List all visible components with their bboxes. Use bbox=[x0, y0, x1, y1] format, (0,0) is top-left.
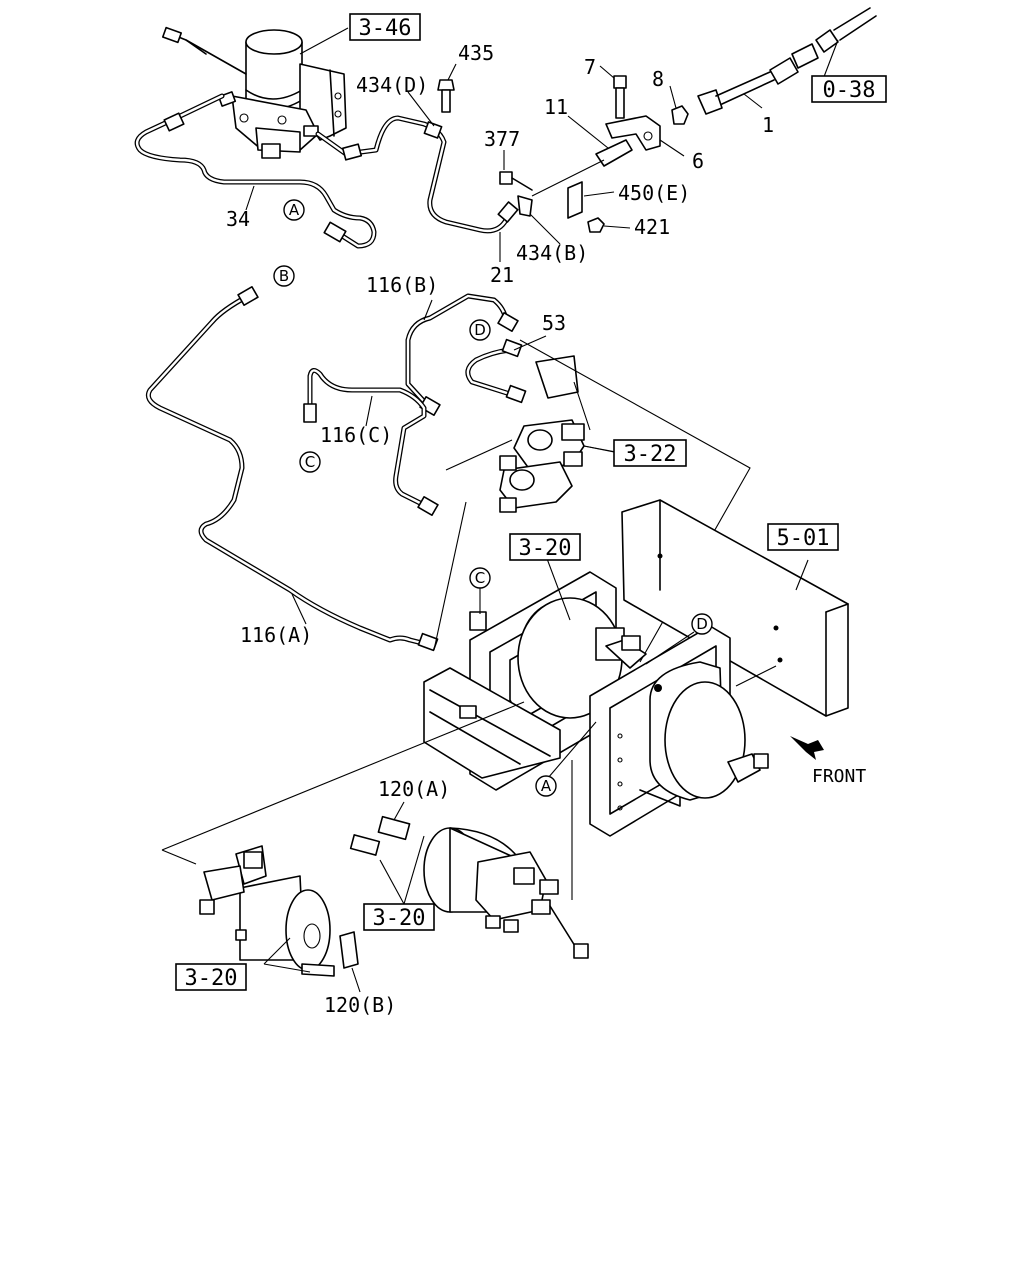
ref-3-22-text: 3-22 bbox=[624, 442, 677, 467]
label-7: 7 bbox=[584, 55, 596, 79]
label-116b: 116(B) bbox=[366, 273, 438, 297]
svg-text:A: A bbox=[541, 777, 552, 795]
connection-marker-c-tank: C bbox=[469, 567, 491, 614]
pipe-116c bbox=[303, 368, 439, 516]
label-116c: 116(C) bbox=[320, 423, 392, 447]
label-120b: 120(B) bbox=[324, 993, 396, 1017]
ref-5-01-text: 5-01 bbox=[777, 526, 830, 551]
svg-text:C: C bbox=[475, 569, 485, 587]
label-377: 377 bbox=[484, 127, 520, 151]
leader-lines-top bbox=[245, 27, 839, 262]
air-tank-front bbox=[649, 661, 769, 801]
valve-assembly-3-22 bbox=[499, 355, 585, 513]
left-frame-bracket bbox=[423, 667, 561, 779]
ref-3-20-left-text: 3-20 bbox=[185, 966, 238, 991]
ref-box-3-20-left: 3-20 bbox=[175, 963, 247, 991]
label-120a: 120(A) bbox=[378, 777, 450, 801]
label-1: 1 bbox=[762, 113, 774, 137]
label-11: 11 bbox=[544, 95, 568, 119]
pipe-116a bbox=[145, 286, 439, 652]
connector-lines-low bbox=[161, 665, 777, 900]
pipe-116b bbox=[405, 293, 519, 416]
ref-3-20-mid-text: 3-20 bbox=[373, 906, 426, 931]
ref-box-3-22: 3-22 bbox=[613, 439, 687, 467]
label-435: 435 bbox=[458, 41, 494, 65]
connection-marker-b: B bbox=[273, 265, 295, 287]
ref-box-0-38: 0-38 bbox=[811, 75, 887, 103]
svg-text:A: A bbox=[289, 201, 300, 219]
connection-marker-c-mid: C bbox=[299, 451, 321, 473]
ref-0-38-text: 0-38 bbox=[823, 78, 876, 103]
ref-box-3-46: 3-46 bbox=[349, 13, 421, 41]
pipe-53 bbox=[465, 338, 527, 404]
label-8: 8 bbox=[652, 67, 664, 91]
svg-text:D: D bbox=[474, 321, 486, 339]
connection-marker-a-top: A bbox=[283, 199, 305, 221]
connection-marker-d-top: D bbox=[469, 319, 491, 341]
air-tank-rear bbox=[469, 597, 647, 719]
label-450e: 450(E) bbox=[618, 181, 690, 205]
air-dryer-assembly bbox=[161, 26, 347, 159]
ref-box-3-20-top: 3-20 bbox=[509, 533, 581, 561]
front-direction-label: FRONT bbox=[812, 766, 866, 787]
connection-marker-a-tank: A bbox=[535, 775, 557, 797]
leader-lines-mid bbox=[291, 299, 809, 625]
pipe-34 bbox=[134, 93, 377, 249]
part-labels: 435 434(D) 7 8 11 377 1 6 450(E) 421 434… bbox=[226, 41, 774, 1017]
label-53: 53 bbox=[542, 311, 566, 335]
label-434b: 434(B) bbox=[516, 241, 588, 265]
ref-box-5-01: 5-01 bbox=[767, 523, 839, 551]
label-421: 421 bbox=[634, 215, 670, 239]
svg-text:B: B bbox=[279, 267, 289, 285]
label-434d: 434(D) bbox=[356, 73, 428, 97]
svg-text:C: C bbox=[305, 453, 315, 471]
air-tank-lower-right bbox=[349, 815, 589, 959]
ref-box-3-20-mid: 3-20 bbox=[363, 903, 435, 931]
label-116a: 116(A) bbox=[240, 623, 312, 647]
label-34: 34 bbox=[226, 207, 250, 231]
connection-marker-d-tank: D bbox=[645, 613, 713, 665]
front-arrow-icon bbox=[790, 736, 824, 760]
bracket-hardware bbox=[437, 7, 877, 233]
svg-text:D: D bbox=[696, 615, 708, 633]
chassis-frame-rail bbox=[621, 499, 849, 717]
label-6: 6 bbox=[692, 149, 704, 173]
ref-3-46-text: 3-46 bbox=[359, 16, 412, 41]
leader-lines-low bbox=[263, 801, 425, 993]
pipe-21 bbox=[315, 115, 519, 234]
ref-3-20-top-text: 3-20 bbox=[519, 536, 572, 561]
air-tank-lower-left bbox=[199, 845, 359, 977]
label-21: 21 bbox=[490, 263, 514, 287]
